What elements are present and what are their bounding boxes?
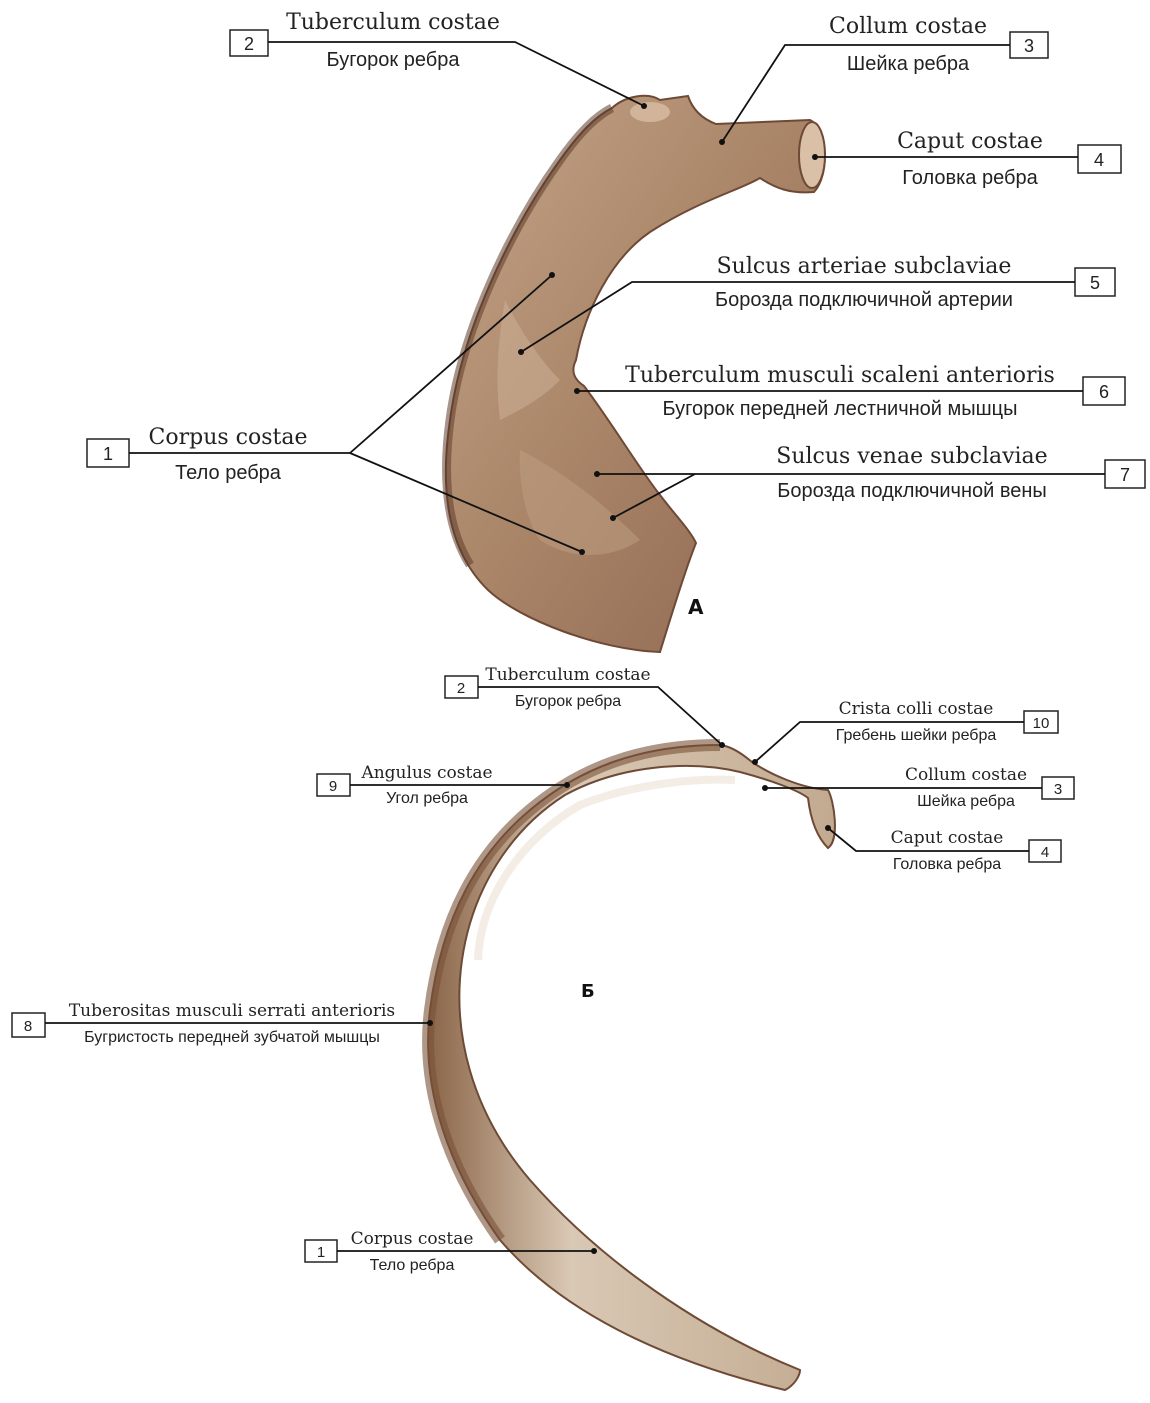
label-russian: Тело ребра bbox=[370, 1257, 455, 1274]
label-latin: Tuberculum costae bbox=[485, 665, 650, 685]
label-russian: Бугорок ребра bbox=[515, 693, 621, 710]
label-russian: Борозда подключичной артерии bbox=[715, 289, 1013, 311]
label-number: 1 bbox=[103, 444, 113, 464]
label-russian: Гребень шейки ребра bbox=[836, 727, 997, 744]
label-number: 2 bbox=[457, 680, 465, 697]
label-number: 3 bbox=[1024, 36, 1034, 56]
label-a-sulcus-venae: 7 Sulcus venae subclaviae Борозда подклю… bbox=[594, 444, 1145, 521]
label-latin: Crista colli costae bbox=[839, 699, 994, 719]
leader-dot bbox=[549, 272, 555, 278]
label-latin: Corpus costae bbox=[351, 1229, 474, 1249]
label-number: 1 bbox=[317, 1244, 325, 1261]
label-a-tuberculum-scaleni: 6 Tuberculum musculi scaleni anterioris … bbox=[574, 363, 1125, 420]
leader-dot bbox=[594, 471, 600, 477]
second-rib-shape bbox=[428, 745, 835, 1390]
label-russian: Головка ребра bbox=[902, 167, 1038, 189]
label-russian: Угол ребра bbox=[386, 790, 468, 807]
leader-dot bbox=[579, 549, 585, 555]
leader-dot bbox=[762, 785, 768, 791]
label-latin: Caput costae bbox=[897, 129, 1043, 154]
label-russian: Борозда подключичной вены bbox=[777, 480, 1047, 502]
label-russian: Бугорок ребра bbox=[327, 49, 461, 71]
label-latin: Angulus costae bbox=[360, 763, 492, 783]
leader-dot bbox=[812, 154, 818, 160]
label-latin: Sulcus arteriae subclaviae bbox=[717, 254, 1012, 279]
label-latin: Sulcus venae subclaviae bbox=[776, 444, 1047, 469]
first-rib-tubercle-highlight bbox=[630, 102, 670, 122]
label-number: 9 bbox=[329, 778, 337, 795]
leader-dot bbox=[752, 759, 758, 765]
label-number: 8 bbox=[24, 1018, 32, 1035]
label-latin: Caput costae bbox=[891, 828, 1004, 848]
second-rib-inner-highlight bbox=[478, 780, 735, 960]
label-russian: Шейка ребра bbox=[917, 793, 1015, 810]
leader-dot bbox=[574, 388, 580, 394]
leader-dot bbox=[719, 139, 725, 145]
leader-dot bbox=[610, 515, 616, 521]
panel-label-a: А bbox=[688, 595, 704, 619]
label-latin: Tuberculum costae bbox=[286, 10, 500, 35]
label-latin: Collum costae bbox=[829, 14, 987, 39]
leader-dot bbox=[427, 1020, 433, 1026]
label-b-caput-costae: 4 Caput costae Головка ребра bbox=[825, 825, 1061, 873]
label-number: 3 bbox=[1054, 781, 1062, 798]
label-number: 4 bbox=[1094, 150, 1104, 170]
label-russian: Тело ребра bbox=[175, 462, 282, 484]
label-latin: Collum costae bbox=[905, 765, 1027, 785]
label-number: 2 bbox=[244, 34, 254, 54]
label-b-crista-colli: 10 Crista colli costae Гребень шейки реб… bbox=[752, 699, 1058, 765]
label-number: 6 bbox=[1099, 382, 1109, 402]
label-a-tuberculum-costae: 2 Tuberculum costae Бугорок ребра bbox=[230, 10, 647, 109]
label-russian: Шейка ребра bbox=[847, 53, 970, 75]
label-number: 7 bbox=[1120, 465, 1130, 485]
leader-dot bbox=[591, 1248, 597, 1254]
label-latin: Corpus costae bbox=[149, 425, 308, 450]
panel-label-b: Б bbox=[581, 981, 595, 1002]
label-russian: Головка ребра bbox=[893, 856, 1001, 873]
label-a-caput-costae: 4 Caput costae Головка ребра bbox=[812, 129, 1121, 189]
label-b-tuberculum-costae: 2 Tuberculum costae Бугорок ребра bbox=[445, 665, 725, 748]
leader-dot bbox=[719, 742, 725, 748]
leader-dot bbox=[641, 103, 647, 109]
label-b-angulus-costae: 9 Angulus costae Угол ребра bbox=[317, 763, 570, 807]
label-b-tuberositas-serrati: 8 Tuberositas musculi serrati anterioris… bbox=[12, 1001, 433, 1046]
label-latin: Tuberositas musculi serrati anterioris bbox=[69, 1001, 395, 1021]
label-number: 4 bbox=[1041, 844, 1049, 861]
label-number: 10 bbox=[1033, 715, 1050, 732]
second-rib-illustration bbox=[428, 745, 835, 1390]
leader-dot bbox=[518, 349, 524, 355]
first-rib-head-facet bbox=[799, 122, 825, 188]
leader-dot bbox=[564, 782, 570, 788]
label-latin: Tuberculum musculi scaleni anterioris bbox=[625, 363, 1055, 388]
label-russian: Бугорок передней лестничной мышцы bbox=[662, 398, 1017, 420]
label-number: 5 bbox=[1090, 273, 1100, 293]
label-russian: Бугристость передней зубчатой мышцы bbox=[84, 1029, 380, 1046]
leader-dot bbox=[825, 825, 831, 831]
